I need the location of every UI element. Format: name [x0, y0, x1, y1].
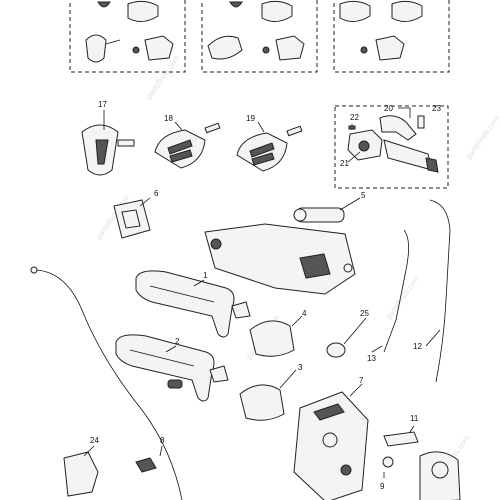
watermark: partsfinds.com: [384, 273, 421, 321]
callout-9: 9: [380, 482, 385, 491]
callout-18: 18: [164, 114, 173, 123]
callout-23: 23: [432, 104, 441, 113]
part-25-grommet: 25: [326, 309, 369, 358]
top-kit-box-middle: [201, 0, 318, 73]
part-2-outer-handle: 2: [115, 334, 229, 402]
callout-19: 19: [246, 114, 255, 123]
part-1-outer-handle: 1: [135, 270, 251, 338]
part-17-key-blade: 17: [81, 100, 135, 176]
part-9-screw: 9: [380, 456, 394, 491]
part-11-striker: 11: [383, 414, 461, 500]
part-8-release-cable: 8: [30, 266, 183, 500]
part-24-bracket: 24: [63, 436, 99, 497]
part-18-remote-key: 18: [154, 114, 221, 169]
callout-24: 24: [90, 436, 99, 445]
top-kit-box-left: [69, 0, 186, 73]
top-kit-box-right: [333, 0, 450, 73]
watermark: partsfinds.com: [464, 113, 500, 161]
callout-11: 11: [410, 414, 419, 423]
part-12-rod: 12: [413, 199, 451, 383]
callout-7: 7: [359, 376, 364, 385]
callout-4: 4: [302, 309, 307, 318]
callout-6: 6: [154, 189, 159, 198]
part-6-handle-bezel: 6: [113, 189, 159, 239]
part-7-door-latch: 7: [293, 376, 369, 500]
part-19-remote-key: 19: [236, 114, 303, 172]
callout-25: 25: [360, 309, 369, 318]
callout-3: 3: [298, 363, 303, 372]
callout-8: 8: [160, 436, 165, 445]
callout-5: 5: [361, 191, 366, 200]
callout-17: 17: [98, 100, 107, 109]
callout-2: 2: [175, 337, 180, 346]
lock-cylinder-kit-box: 20 21 22 23: [334, 104, 449, 189]
part-3-handle-cap: 3: [239, 363, 303, 421]
callout-1: 1: [203, 271, 208, 280]
callout-12: 12: [413, 342, 422, 351]
part-13-rod: 13: [367, 229, 409, 363]
callout-13: 13: [367, 354, 376, 363]
part-4-handle-cap: 4: [249, 309, 307, 357]
callout-20: 20: [384, 104, 393, 113]
callout-22: 22: [350, 113, 359, 122]
callout-21: 21: [340, 159, 349, 168]
part-5-handle-carrier: 5: [204, 191, 366, 295]
